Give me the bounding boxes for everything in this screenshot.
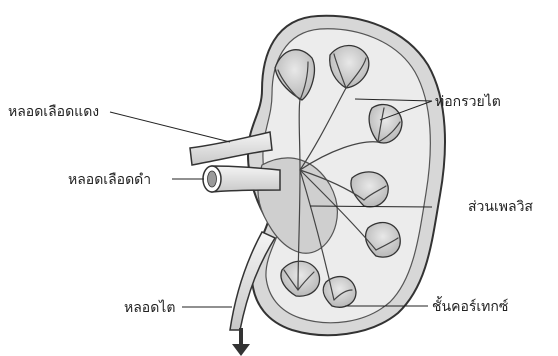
flow-arrow — [232, 328, 250, 356]
label-renal-vein: หลอดเลือดดำ — [68, 172, 151, 188]
label-collecting-ducts: ท่อกรวยไต — [435, 93, 501, 110]
renal-vein-vessel — [212, 166, 280, 192]
label-cortex: ชั้นคอร์เทกซ์ — [432, 296, 508, 315]
label-renal-pelvis: ส่วนเพลวิส — [468, 199, 533, 215]
label-ureter: หลอดไต — [124, 299, 175, 316]
label-renal-artery: หลอดเลือดแดง — [8, 104, 99, 120]
